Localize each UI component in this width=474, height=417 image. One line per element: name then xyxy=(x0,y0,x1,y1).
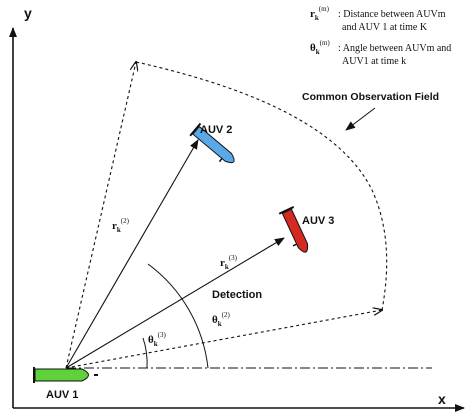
legend: rk(m) : Distance between AUVm and AUV 1 … xyxy=(310,5,451,67)
observation-field-label: Common Observation Field xyxy=(302,91,439,103)
auv3-vehicle xyxy=(278,206,309,253)
field-label-pointer xyxy=(345,107,376,131)
detection-label: Detection xyxy=(212,289,262,301)
auv2-vehicle xyxy=(189,122,235,164)
legend-theta-text-2: AUV1 at time k xyxy=(342,56,406,67)
observation-field-arc xyxy=(135,61,388,311)
legend-r-text-2: and AUV 1 at time K xyxy=(342,22,428,33)
auv1-vehicle xyxy=(33,367,98,383)
auv1-body xyxy=(34,368,89,382)
legend-r-text-1: : Distance between AUVm xyxy=(338,9,446,20)
auv1-label: AUV 1 xyxy=(46,389,78,401)
auv2-body xyxy=(192,125,235,164)
detection-arc xyxy=(147,263,209,369)
auv3-body xyxy=(281,208,309,253)
legend-r-label: rk(m) xyxy=(310,5,330,22)
vector-r2-label: rk(2) xyxy=(112,217,130,234)
legend-theta-label: θk(m) xyxy=(310,39,330,56)
angle-theta2-label: θk(2) xyxy=(212,311,230,328)
angle-arc-theta3 xyxy=(142,337,148,369)
auv3-label: AUV 3 xyxy=(302,215,334,227)
vector-r2 xyxy=(65,139,199,369)
legend-theta-text-1: : Angle between AUVm and xyxy=(338,43,451,54)
vector-r3 xyxy=(65,237,285,369)
field-edge-upper xyxy=(65,62,136,369)
auv2-label: AUV 2 xyxy=(200,124,232,136)
x-axis-label: x xyxy=(438,391,446,407)
y-axis-label: y xyxy=(24,5,32,21)
vector-r3-label: rk(3) xyxy=(220,254,238,271)
angle-theta3-label: θk(3) xyxy=(148,331,166,348)
